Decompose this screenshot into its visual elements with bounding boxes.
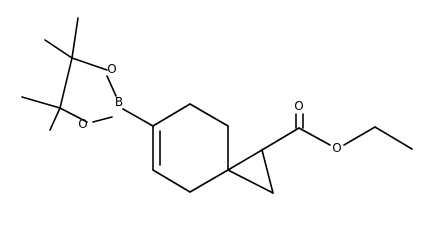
- bond-cp-3: [227, 169, 274, 194]
- bond-o-ch2: [343, 126, 376, 146]
- bond-cp-carbonyl: [261, 127, 300, 151]
- bond-methyl-3: [21, 96, 61, 109]
- bond-c-c-pinacol: [59, 57, 73, 109]
- bond-o-top-c: [71, 57, 108, 71]
- chemical-structure: B O O O O: [21, 17, 413, 194]
- bond-ch2-ch3: [374, 126, 413, 150]
- cyclohexene-ring: [152, 103, 229, 193]
- bond-methyl-1: [44, 39, 73, 59]
- ethyl-ester: [261, 113, 413, 151]
- bond-ring-2: [189, 103, 229, 127]
- bond-cp-2: [261, 149, 274, 194]
- atom-label-oxygen-carbonyl: O: [294, 99, 303, 113]
- bond-ring-5: [152, 169, 191, 193]
- bond-cp-1: [227, 149, 263, 171]
- bond-ring-4: [189, 169, 229, 193]
- bond-ring-1: [152, 103, 191, 127]
- bond-o-bottom-c: [59, 107, 88, 123]
- dioxaborolane-ring: [59, 57, 117, 123]
- bond-b-o-bottom: [92, 116, 113, 123]
- bond-methyl-2: [71, 17, 79, 59]
- bond-methyl-4: [49, 107, 61, 131]
- atom-label-oxygen-ring-bottom: O: [78, 117, 87, 131]
- bond-c-o-ester: [298, 127, 331, 146]
- cyclopropane-ring: [227, 149, 274, 194]
- pinacol-methyls: [21, 17, 79, 131]
- bond-b-o-top: [106, 75, 117, 97]
- bond-b-ring-carbon: [122, 108, 154, 127]
- atom-label-boron: B: [115, 95, 123, 109]
- atom-label-oxygen-ring-top: O: [107, 62, 116, 76]
- atom-label-oxygen-ester: O: [332, 141, 341, 155]
